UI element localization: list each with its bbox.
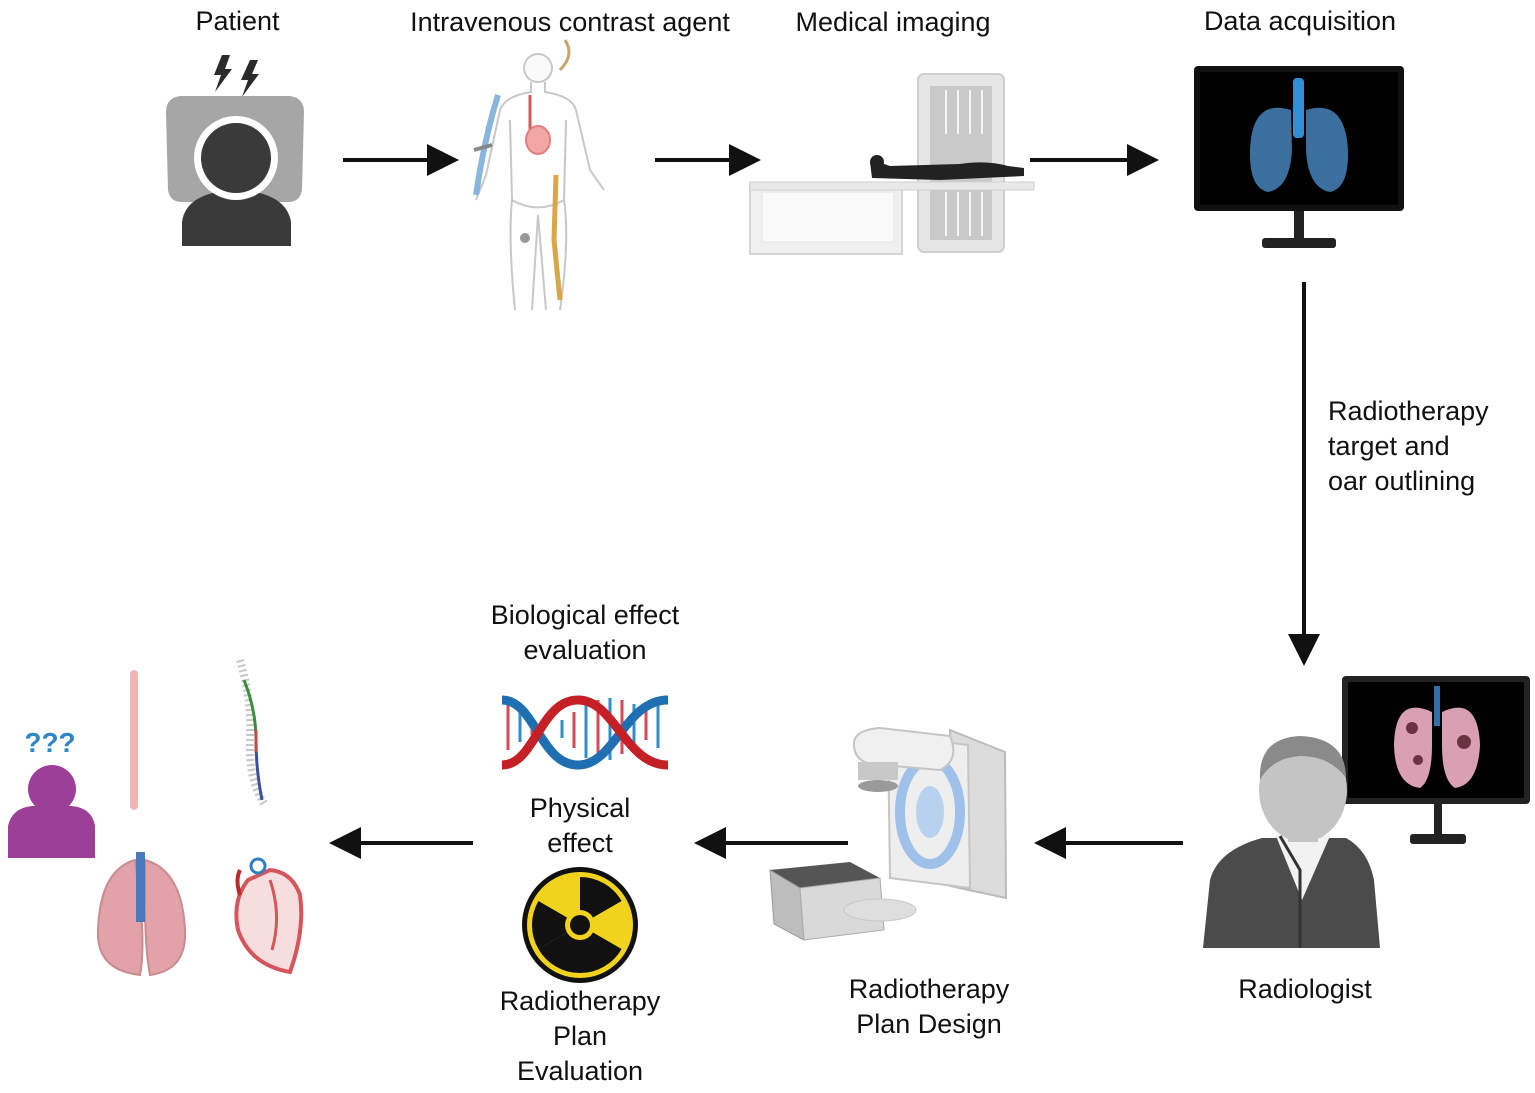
label-biological-1: Biological effect <box>490 600 680 630</box>
label-plan-design-1: Radiotherapy <box>848 974 1010 1004</box>
linac-icon <box>769 726 1008 941</box>
label-plan-design-2: Plan Design <box>856 1009 1002 1039</box>
lungs-icon <box>96 852 187 977</box>
ct-scanner-icon <box>749 73 1035 255</box>
label-physical-1: Physical <box>529 793 631 823</box>
patient-icon <box>166 96 304 246</box>
monitor-lungs-icon <box>1194 66 1404 248</box>
label-outlining-3: oar outlining <box>1328 466 1476 496</box>
esophagus-icon <box>130 670 138 810</box>
question-marks: ??? <box>24 727 75 758</box>
heart-icon <box>234 857 304 975</box>
label-patient: Patient <box>195 6 280 36</box>
label-contrast-agent: Intravenous contrast agent <box>410 7 730 37</box>
outcome-person-icon <box>8 765 95 858</box>
label-radiologist: Radiologist <box>1238 974 1372 1004</box>
label-biological-2: evaluation <box>523 635 647 665</box>
label-outlining-2: target and <box>1328 431 1450 461</box>
label-physical-2: effect <box>547 828 613 858</box>
dna-icon <box>501 695 669 770</box>
label-outlining-1: Radiotherapy <box>1328 396 1489 426</box>
radiation-icon <box>522 867 638 983</box>
label-data-acquisition: Data acquisition <box>1203 6 1397 36</box>
spinal-cord-icon <box>236 658 269 808</box>
label-plan-eval-1: Radiotherapy <box>499 986 661 1016</box>
radiologist-icon <box>1203 676 1530 948</box>
lightning-icon <box>214 55 259 97</box>
label-medical-imaging: Medical imaging <box>795 7 991 37</box>
body-icon <box>473 39 605 311</box>
label-plan-eval-2: Plan <box>552 1021 608 1051</box>
label-plan-eval-3: Evaluation <box>516 1056 644 1086</box>
